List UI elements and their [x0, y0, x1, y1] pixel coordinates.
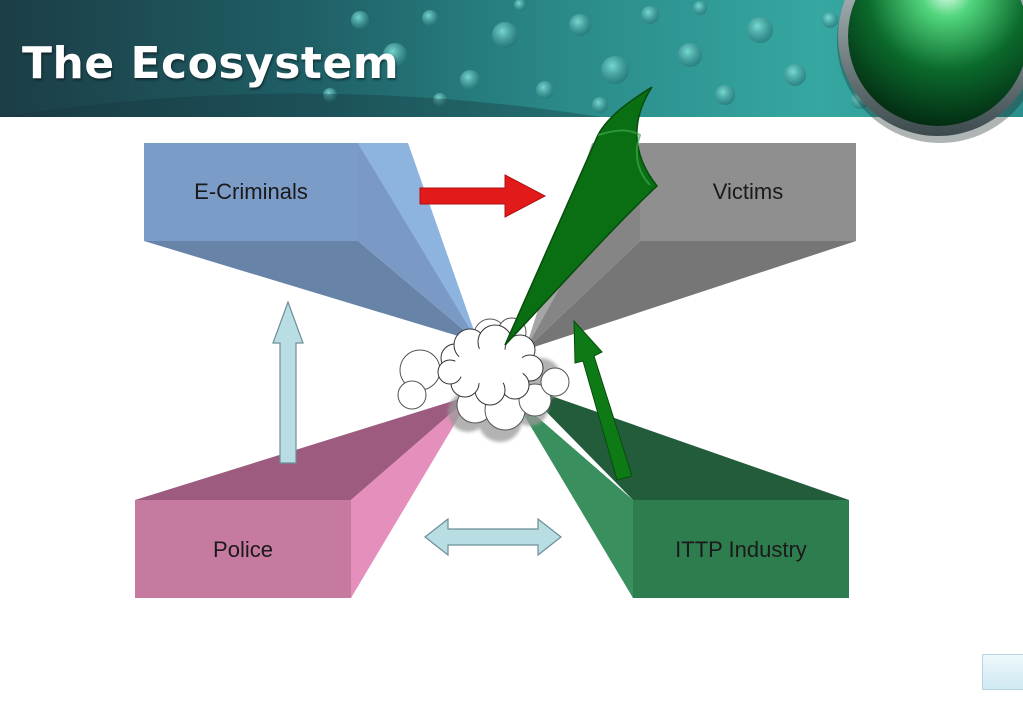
ittp-front-face: [633, 500, 849, 598]
e-criminals-front-face: [144, 143, 358, 241]
police-top-face: [135, 395, 472, 500]
green-arrow-up: [573, 319, 633, 481]
e-criminals-ray: [358, 143, 478, 342]
red-arrow-right: [419, 174, 547, 218]
node-ittp-industry: ITTP Industry: [512, 385, 849, 598]
police-side-face: [351, 395, 472, 598]
double-arrow-horizontal: [424, 517, 562, 557]
node-police: Police: [135, 395, 472, 598]
victims-front-face: [640, 143, 856, 241]
victims-bottom-face: [525, 241, 856, 350]
e-criminals-label: E-Criminals: [194, 179, 308, 204]
ittp-industry-label: ITTP Industry: [675, 537, 807, 562]
police-label: Police: [213, 537, 273, 562]
node-e-criminals: E-Criminals: [144, 143, 478, 342]
green-lens-decoration: [837, 0, 1023, 143]
light-arrow-up: [272, 300, 304, 464]
central-cloud: [397, 317, 570, 442]
green-flag-shape: [504, 86, 659, 346]
corner-tab: [982, 654, 1023, 690]
slide-title: The Ecosystem: [22, 38, 400, 89]
banner-texture: [0, 0, 869, 117]
victims-label: Victims: [713, 179, 784, 204]
e-criminals-bottom-face: [144, 241, 478, 342]
police-front-face: [135, 500, 351, 598]
ittp-side-face: [512, 395, 633, 598]
